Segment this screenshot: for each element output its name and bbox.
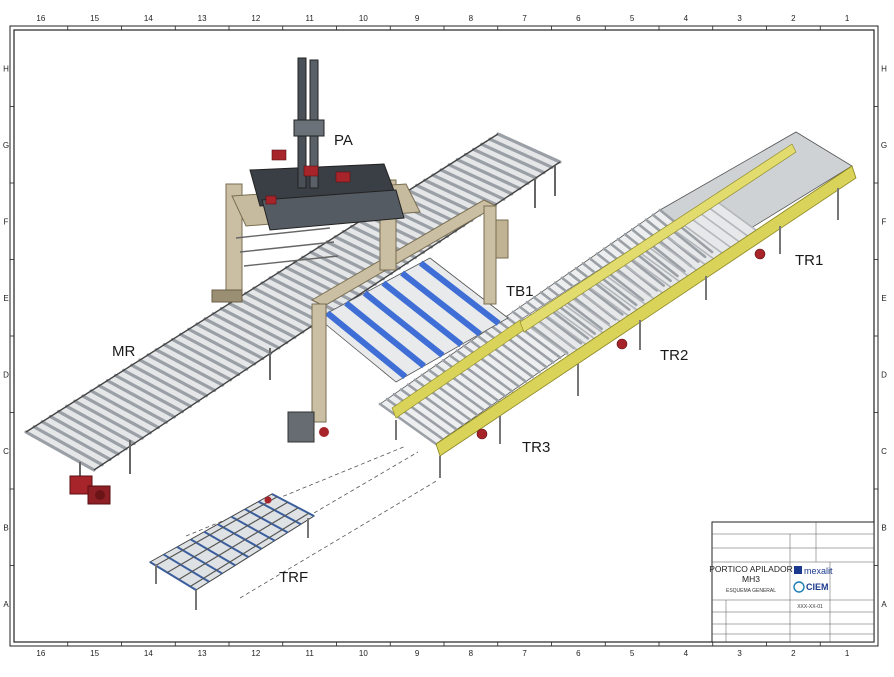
zone-col-bottom: 16 (36, 649, 45, 658)
zone-col-bottom: 6 (576, 649, 581, 658)
label-tr3: TR3 (522, 439, 550, 456)
label-tr1: TR1 (795, 252, 823, 269)
zone-col-top: 16 (36, 14, 45, 23)
mexalit-logo-icon (794, 566, 802, 574)
title-subtitle: ESQUEMA GENERAL (726, 588, 776, 594)
title-block: PORTICO APILADOR MH3 ESQUEMA GENERAL mex… (709, 521, 875, 643)
zone-col-bottom: 15 (90, 649, 99, 658)
zone-col-top: 6 (576, 14, 581, 23)
zone-marks: 1616151514141313121211111010998877665544… (3, 14, 887, 658)
trolley-trf (149, 445, 439, 610)
zone-col-bottom: 1 (845, 649, 850, 658)
zone-col-top: 7 (522, 14, 527, 23)
zone-col-top: 12 (251, 14, 260, 23)
title-line1: PORTICO APILADOR (709, 564, 792, 574)
zone-col-top: 15 (90, 14, 99, 23)
tr-rollers (378, 197, 765, 446)
zone-row-left: G (3, 141, 9, 150)
label-tr2: TR2 (660, 347, 688, 364)
zone-col-top: 5 (630, 14, 635, 23)
zone-col-bottom: 7 (522, 649, 527, 658)
label-pa: PA (334, 132, 353, 149)
zone-col-bottom: 3 (737, 649, 742, 658)
zone-row-right: G (881, 141, 887, 150)
gantry-stacker-pa (211, 57, 421, 303)
logo-mexalit: mexalit (804, 566, 833, 576)
zone-col-bottom: 9 (415, 649, 420, 658)
zone-col-top: 8 (469, 14, 474, 23)
zone-row-right: D (881, 370, 887, 379)
zone-row-right: A (881, 600, 887, 609)
zone-col-top: 10 (359, 14, 368, 23)
zone-row-right: E (881, 294, 886, 303)
zone-col-top: 4 (684, 14, 689, 23)
title-line2: MH3 (742, 574, 760, 584)
zone-row-right: F (882, 217, 887, 226)
label-tb1: TB1 (506, 283, 534, 300)
zone-col-top: 1 (845, 14, 850, 23)
ciem-logo-icon (793, 581, 805, 593)
logo-ciem: CIEM (806, 582, 829, 592)
zone-row-right: H (881, 64, 887, 73)
drawing-number: XXX-XX-01 (797, 604, 823, 610)
zone-row-left: D (3, 370, 9, 379)
tb1-belts (325, 260, 501, 379)
zone-col-bottom: 5 (630, 649, 635, 658)
conveyor-tr (378, 131, 857, 478)
zone-col-top: 14 (144, 14, 153, 23)
zone-col-bottom: 10 (359, 649, 368, 658)
mr-drive-motor (69, 475, 111, 505)
zone-row-right: B (881, 523, 886, 532)
zone-col-bottom: 14 (144, 649, 153, 658)
trf-bars (149, 493, 315, 591)
zone-row-left: B (3, 523, 8, 532)
zone-col-bottom: 4 (684, 649, 689, 658)
conveyor-mr (24, 132, 562, 505)
zone-col-bottom: 12 (251, 649, 260, 658)
zone-col-top: 2 (791, 14, 796, 23)
zone-row-left: A (3, 600, 9, 609)
zone-col-bottom: 2 (791, 649, 796, 658)
zone-row-left: E (3, 294, 8, 303)
zone-row-left: H (3, 64, 9, 73)
zone-row-left: C (3, 447, 9, 456)
zone-col-bottom: 13 (198, 649, 207, 658)
zone-row-left: F (4, 217, 9, 226)
zone-col-bottom: 8 (469, 649, 474, 658)
zone-row-right: C (881, 447, 887, 456)
label-mr: MR (112, 343, 135, 360)
label-trf: TRF (279, 569, 308, 586)
zone-col-top: 11 (305, 14, 314, 23)
mr-rollers (24, 132, 562, 472)
zone-col-top: 13 (198, 14, 207, 23)
zone-col-bottom: 11 (305, 649, 314, 658)
transfer-table-tb1 (287, 199, 509, 443)
zone-col-top: 9 (415, 14, 420, 23)
zone-col-top: 3 (737, 14, 742, 23)
